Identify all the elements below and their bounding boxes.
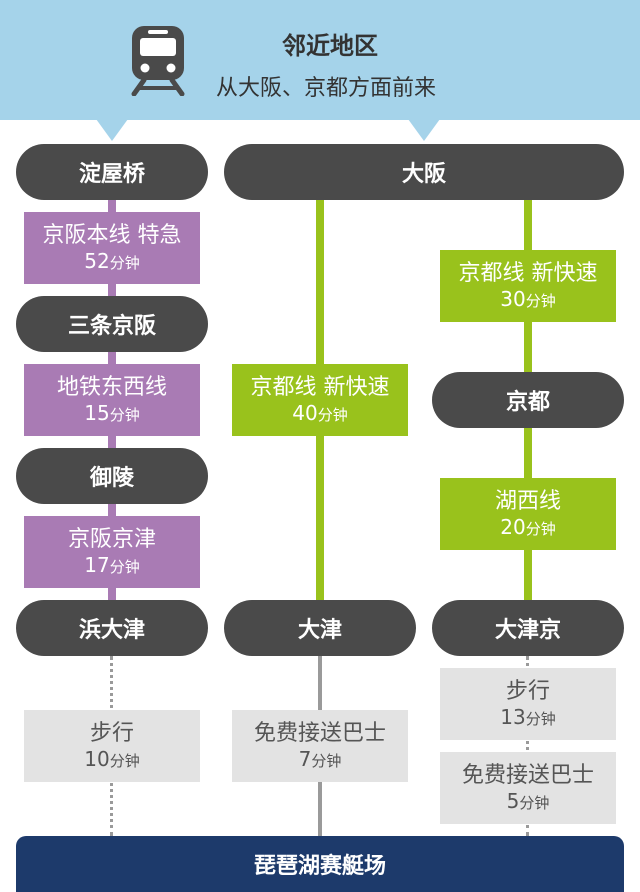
- destination-biwako-rowing-course: 琵琶湖赛艇场: [16, 836, 624, 892]
- segment-name: 步行: [89, 720, 134, 746]
- train-icon: [131, 26, 185, 96]
- segment-time: 10分钟: [84, 747, 140, 772]
- segment-shuttle-bus-otsukyo: 免费接送巴士 5分钟: [440, 752, 616, 824]
- segment-jr-kosei-line: 湖西线 20分钟: [440, 478, 616, 550]
- segment-name: 步行: [505, 678, 550, 704]
- segment-time: 30分钟: [500, 287, 556, 312]
- station-osaka: 大阪: [224, 144, 624, 200]
- segment-keihan-main-line: 京阪本线 特急 52分钟: [24, 212, 200, 284]
- station-misasagi: 御陵: [16, 448, 208, 504]
- segment-time: 52分钟: [84, 249, 140, 274]
- segment-name: 地铁东西线: [56, 374, 167, 400]
- segment-shuttle-bus-otsu: 免费接送巴士 7分钟: [232, 710, 408, 782]
- header-pointer-left: [96, 119, 128, 141]
- header-subtitle: 从大阪、京都方面前来: [215, 76, 436, 101]
- segment-name: 免费接送巴士: [461, 762, 594, 788]
- segment-name: 湖西线: [494, 488, 561, 514]
- station-hama-otsu: 浜大津: [16, 600, 208, 656]
- segment-keihan-keishin-line: 京阪京津 17分钟: [24, 516, 200, 588]
- segment-time: 13分钟: [500, 705, 556, 730]
- segment-time: 20分钟: [500, 515, 556, 540]
- segment-time: 5分钟: [506, 789, 550, 814]
- segment-name: 京都线 新快速: [250, 374, 390, 400]
- station-sanjo-keihan: 三条京阪: [16, 296, 208, 352]
- segment-walk-otsukyo: 步行 13分钟: [440, 668, 616, 740]
- segment-name: 京阪本线 特急: [42, 222, 182, 248]
- station-yodoyabashi: 淀屋桥: [16, 144, 208, 200]
- station-otsu: 大津: [224, 600, 416, 656]
- segment-walk-hama-otsu: 步行 10分钟: [24, 710, 200, 782]
- header-pointer-right: [408, 119, 440, 141]
- header-title: 邻近地区: [282, 32, 378, 60]
- segment-time: 40分钟: [292, 401, 348, 426]
- segment-name: 京都线 新快速: [458, 260, 598, 286]
- segment-jr-kyoto-line-rapid-30: 京都线 新快速 30分钟: [440, 250, 616, 322]
- segment-time: 17分钟: [84, 553, 140, 578]
- segment-time: 7分钟: [298, 747, 342, 772]
- station-kyoto: 京都: [432, 372, 624, 428]
- header-banner: 邻近地区 从大阪、京都方面前来: [0, 0, 640, 120]
- segment-jr-kyoto-line-rapid-40: 京都线 新快速 40分钟: [232, 364, 408, 436]
- segment-name: 免费接送巴士: [253, 720, 386, 746]
- segment-subway-tozai-line: 地铁东西线 15分钟: [24, 364, 200, 436]
- walk-bus-route-line-right: [526, 656, 529, 836]
- segment-name: 京阪京津: [67, 526, 156, 552]
- station-otsukyo: 大津京: [432, 600, 624, 656]
- segment-time: 15分钟: [84, 401, 140, 426]
